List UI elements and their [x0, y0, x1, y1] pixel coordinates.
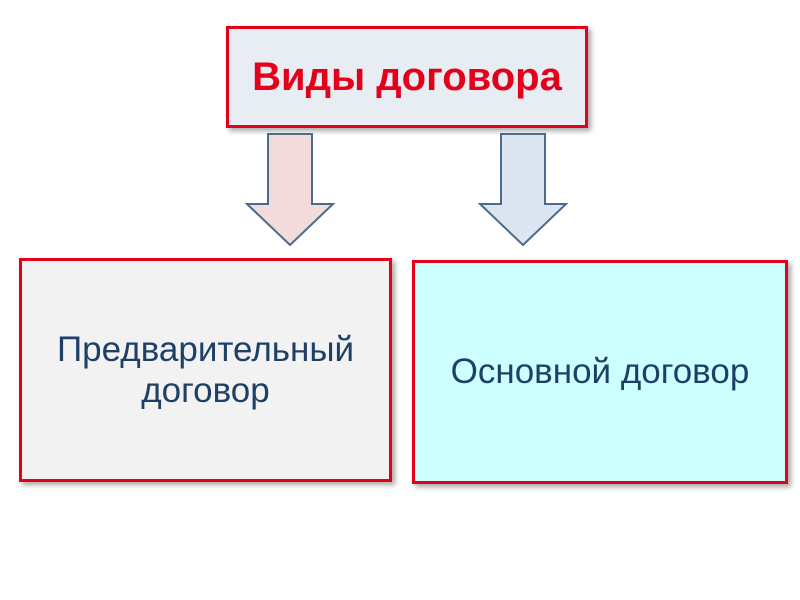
- preliminary-contract-label: Предварительный договор: [56, 329, 355, 410]
- main-contract-label: Основной договор: [450, 352, 750, 392]
- preliminary-contract-box: Предварительный договор: [19, 258, 392, 482]
- left-down-arrow-icon: [244, 133, 336, 247]
- main-contract-box: Основной договор: [412, 260, 788, 484]
- title-box: Виды договора: [226, 26, 588, 128]
- right-down-arrow-icon: [477, 133, 569, 247]
- diagram-title: Виды договора: [252, 54, 562, 99]
